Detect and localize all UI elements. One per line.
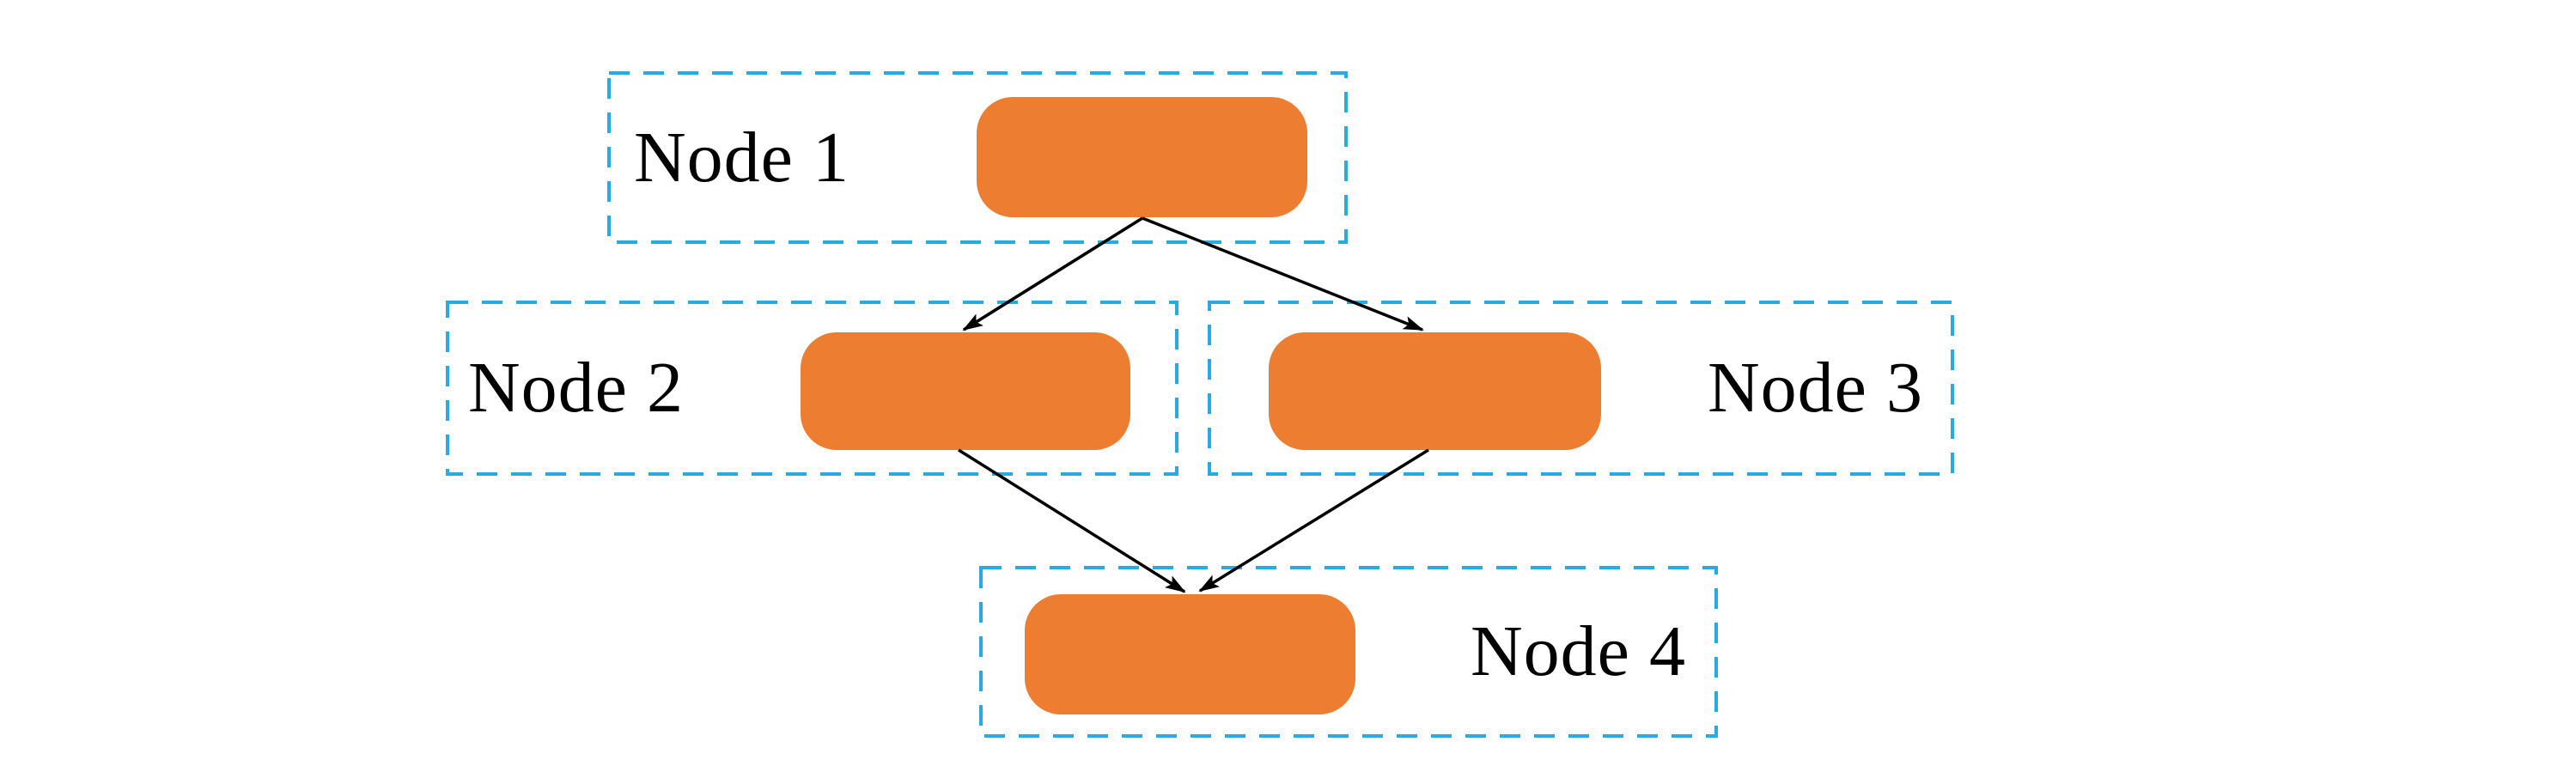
- edge-node2-node4: [958, 448, 1186, 593]
- node2-shape: [801, 332, 1130, 450]
- node3-shape: [1269, 332, 1601, 450]
- node3-label: Node 3: [1708, 348, 1923, 428]
- node4-dashed-box: [979, 566, 1718, 738]
- edge-node1-node2: [962, 216, 1143, 331]
- node1-label: Node 1: [634, 118, 850, 198]
- node4-shape: [1025, 594, 1355, 714]
- edge-node3-node4: [1198, 448, 1429, 593]
- edge-node1-node3: [1142, 216, 1424, 331]
- node1-dashed-box: [607, 71, 1348, 244]
- node2-label: Node 2: [468, 348, 684, 428]
- node1-shape: [977, 97, 1307, 217]
- node4-label: Node 4: [1471, 611, 1686, 691]
- node3-dashed-box: [1208, 301, 1954, 476]
